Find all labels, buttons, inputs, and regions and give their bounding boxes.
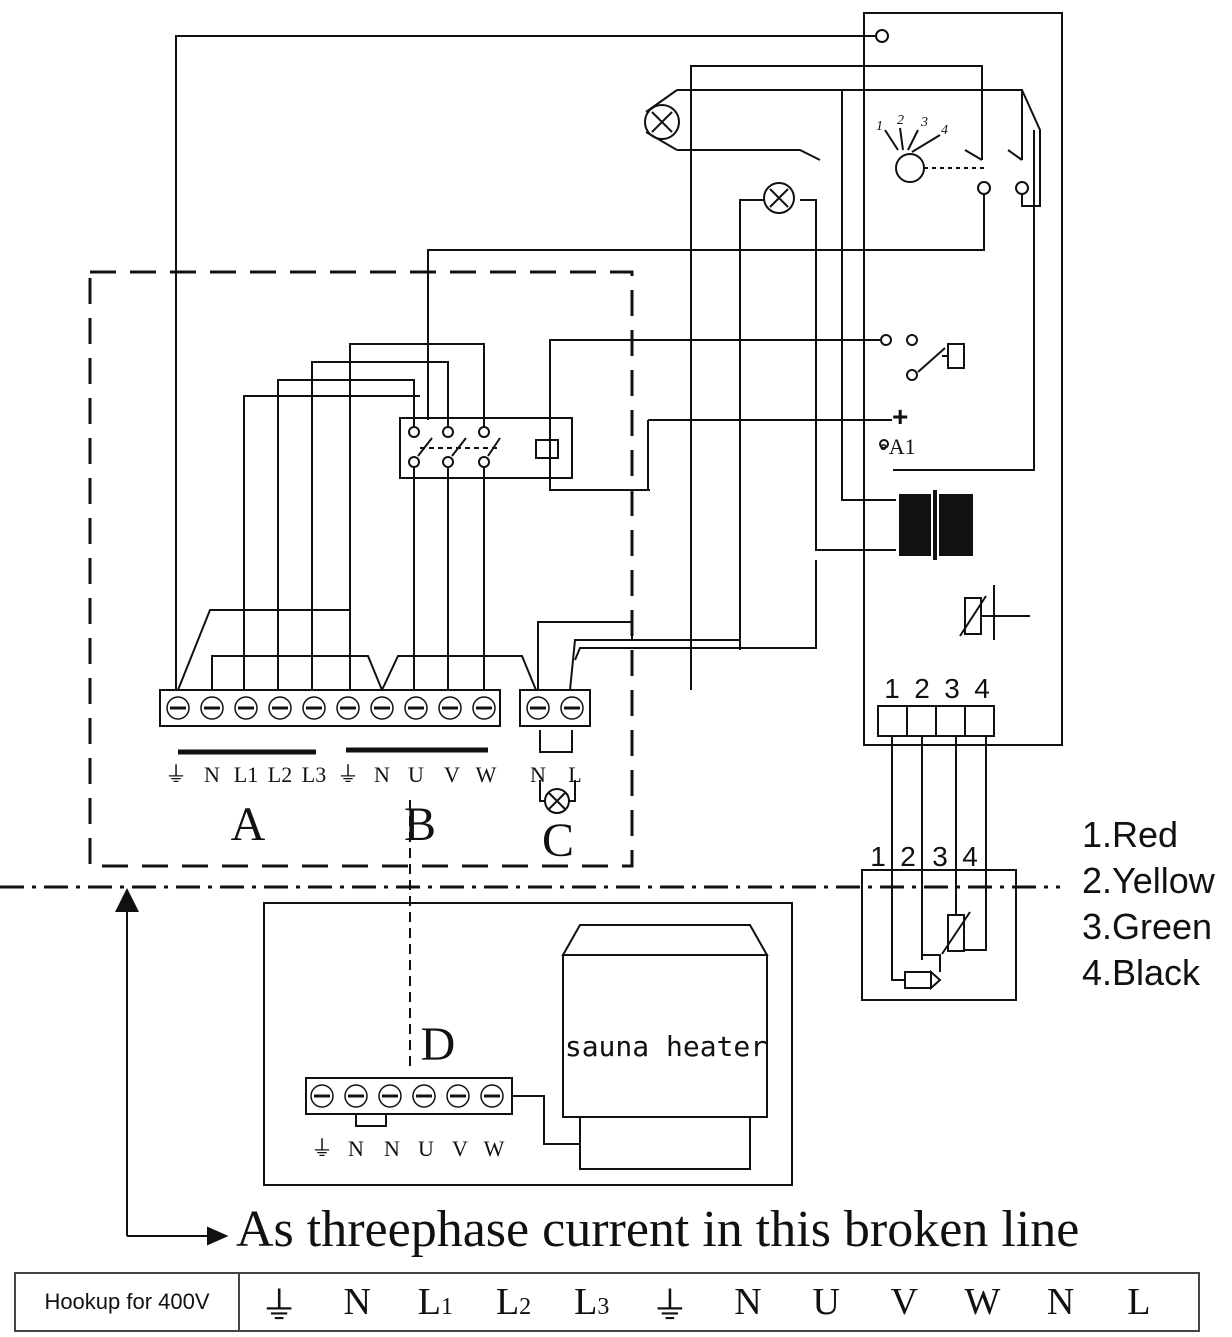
block-c-label: C (542, 814, 574, 867)
hookup-cell-main: L (417, 1281, 441, 1323)
block-d-label: D (421, 1018, 456, 1071)
heater-label: sauna heater (565, 1030, 767, 1063)
sauna-enclosure (263, 902, 793, 1186)
hookup-table: Hookup for 400V ⏚ N L1 L2 L3 ⏚ N U V W N… (14, 1272, 1200, 1332)
sensor-pin-1: 1 (870, 841, 886, 872)
connector-pin-3: 3 (944, 673, 960, 704)
hookup-cell-main: ⏚ (260, 1285, 299, 1328)
a1-label: ∘A1 (878, 434, 916, 459)
selector-pos-2: 2 (897, 113, 904, 128)
wire-color-legend: 1.Red 2.Yellow 3.Green 4.Black (1082, 812, 1215, 996)
block-a-term-2: L1 (234, 762, 258, 787)
hookup-cell: L1 (415, 1280, 455, 1324)
hookup-cell: V (884, 1280, 924, 1324)
block-c-term-0: N (530, 762, 546, 787)
hookup-cell: ⏚ (259, 1275, 299, 1330)
hookup-header: Hookup for 400V (16, 1274, 240, 1330)
hookup-cell: U (806, 1280, 846, 1324)
terminal-block-c (519, 689, 591, 727)
hookup-cell-main: L (495, 1281, 520, 1323)
hookup-cell-main: N (1046, 1281, 1075, 1323)
hookup-cell: N (337, 1280, 377, 1324)
sensor-box (861, 869, 1017, 1001)
hookup-cell-sub: 3 (597, 1294, 610, 1320)
hookup-cell-main: W (964, 1281, 1001, 1323)
hookup-cells: ⏚ N L1 L2 L3 ⏚ N U V W N L (240, 1275, 1198, 1330)
hookup-cell-sub: 2 (519, 1294, 532, 1320)
legend-item: 2.Yellow (1082, 860, 1215, 901)
block-a-label: A (231, 798, 266, 851)
block-b-term-0: ⏚ (337, 762, 359, 787)
block-d-term-5: W (484, 1136, 505, 1161)
hookup-cell: ⏚ (650, 1275, 690, 1330)
legend-item: 1.Red (1082, 814, 1179, 855)
terminal-enclosure (88, 270, 634, 868)
hookup-cell-sub: 1 (441, 1294, 453, 1320)
block-b-label: B (404, 798, 436, 851)
top-terminal (875, 29, 889, 43)
hookup-cell-main: V (890, 1281, 919, 1323)
block-b-term-4: W (476, 762, 497, 787)
control-unit-box (863, 12, 1063, 746)
hookup-cell: L3 (572, 1280, 612, 1324)
hookup-cell-main: L (1127, 1281, 1151, 1323)
hookup-cell-main: L (574, 1281, 598, 1323)
transformer (899, 494, 931, 556)
legend-item: 3.Green (1082, 906, 1213, 947)
selector-pos-1: 1 (876, 119, 883, 134)
block-d-term-3: U (418, 1136, 434, 1161)
phase-caption: As threephase current in this broken lin… (236, 1201, 1080, 1258)
screws-block-d (310, 1084, 504, 1108)
contactor-box (399, 417, 573, 479)
hookup-cell-main: U (812, 1281, 840, 1323)
hookup-cell: L2 (494, 1280, 534, 1324)
connector-pin-1: 1 (884, 673, 900, 704)
terminal-block-a-b (159, 689, 501, 727)
sensor-pin-4: 4 (962, 841, 978, 872)
a1-plus: + (892, 401, 908, 432)
block-a-term-4: L3 (302, 762, 326, 787)
block-a-term-3: L2 (268, 762, 292, 787)
block-b-term-3: V (444, 762, 460, 787)
hookup-cell: N (728, 1280, 768, 1324)
relay-coil (947, 343, 965, 369)
block-d-term-2: N (384, 1136, 400, 1161)
legend-item: 4.Black (1082, 952, 1201, 993)
block-b-term-1: N (374, 762, 390, 787)
connector-pin-2: 2 (914, 673, 930, 704)
hookup-cell: W (962, 1280, 1002, 1324)
selector-pos-3: 3 (920, 115, 928, 130)
heater-base (579, 1116, 751, 1170)
block-a-term-0: ⏚ (165, 762, 187, 787)
block-c-term-1: L (568, 762, 581, 787)
block-a-term-1: N (204, 762, 220, 787)
selector-switch (895, 153, 925, 183)
selector-pos-4: 4 (941, 123, 948, 138)
hookup-cell-main: ⏚ (650, 1285, 689, 1328)
sensor-pin-3: 3 (932, 841, 948, 872)
hookup-cell: N (1041, 1280, 1081, 1324)
hookup-cell: L (1119, 1280, 1159, 1324)
hookup-cell-main: N (343, 1281, 371, 1323)
connector-pin-4: 4 (974, 673, 990, 704)
hookup-cell-main: N (734, 1281, 762, 1323)
sensor-pin-2: 2 (900, 841, 916, 872)
block-d-term-1: N (348, 1136, 364, 1161)
block-d-term-0: ⏚ (311, 1136, 333, 1161)
block-d-term-4: V (452, 1136, 468, 1161)
block-b-term-2: U (408, 762, 424, 787)
